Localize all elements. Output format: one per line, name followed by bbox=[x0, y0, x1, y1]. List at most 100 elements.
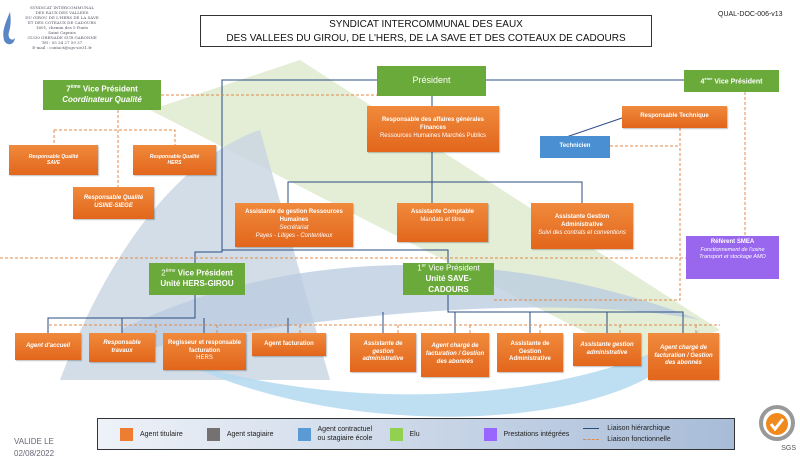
node-sup: ème bbox=[704, 75, 713, 81]
logo-line: Saint Caprais bbox=[48, 30, 76, 35]
node-detail: Transport et stockage AMO bbox=[699, 253, 766, 260]
node-bottom: Agent chargé de facturation / Gestion de… bbox=[421, 333, 489, 377]
check-badge-icon bbox=[759, 405, 795, 441]
node-sub: Fonctionnement de l'usine bbox=[700, 246, 765, 253]
node-label: Regisseur et responsable facturation bbox=[167, 339, 242, 354]
node-label: Assistante de gestion administrative bbox=[362, 340, 404, 363]
validation: VALIDE LE 02/08/2022 bbox=[14, 436, 54, 460]
node-assistante-rh: Assistante de gestion Ressources Humaine… bbox=[235, 203, 353, 247]
logo-line: DU GIROU DE L'HERS DE LA SAVE bbox=[25, 15, 99, 20]
node-label: Agent facturation bbox=[264, 340, 314, 347]
legend: Agent titulaire Agent stagiaire Agent co… bbox=[97, 418, 735, 450]
node-bottom: Assistante de Gestion Administrative bbox=[497, 333, 563, 372]
legend-label: Elu bbox=[409, 430, 420, 438]
node-label: Agent chargé de facturation / Gestion de… bbox=[425, 343, 485, 365]
sgs-label: SGS bbox=[781, 445, 796, 452]
legend-swatch-orange bbox=[120, 427, 133, 441]
node-title: Vice Président bbox=[714, 78, 763, 86]
node-num: 4 bbox=[700, 78, 705, 86]
node-sup: ème bbox=[165, 268, 176, 275]
legend-swatch-gray bbox=[206, 427, 220, 441]
node-president: Président bbox=[377, 66, 486, 96]
node-num: 2 bbox=[161, 268, 166, 278]
node-vp7: 7ème Vice Président Coordinateur Qualité bbox=[43, 80, 161, 110]
node-sub: Finances bbox=[419, 125, 446, 132]
node-sub: HERS bbox=[196, 355, 213, 362]
hierarchy-line-icon bbox=[583, 428, 600, 429]
node-technicien: Technicien bbox=[540, 136, 610, 158]
legend-label: Prestations intégrées bbox=[503, 430, 570, 438]
node-vp4: 4ème Vice Président bbox=[684, 70, 779, 92]
logo-line: SYNDICAT INTERCOMMUNAL bbox=[30, 5, 94, 10]
node-label: Responsable des affaires générales bbox=[381, 117, 485, 124]
node-bottom: Agent facturation bbox=[252, 333, 326, 356]
node-bottom: Assistante de gestion administrative bbox=[350, 333, 416, 372]
node-bottom: Assistante gestion administrative bbox=[573, 333, 641, 366]
title-line-1: SYNDICAT INTERCOMMUNAL DES EAUX bbox=[329, 19, 523, 30]
logo-line: E-mail : contact@sgs-sie31.fr bbox=[32, 45, 92, 50]
logo-line: 31330 GRENADE SUR GARONNE bbox=[27, 35, 97, 40]
node-sub: HERS bbox=[167, 160, 182, 166]
node-sub: Unité HERS-GIROU bbox=[160, 279, 234, 289]
node-sub: Coordinateur Qualité bbox=[62, 95, 142, 105]
legend-label: Agent titulaire bbox=[140, 430, 183, 438]
node-sub: Secrétariat bbox=[279, 225, 309, 231]
document-code: QUAL-DOC-006-v13 bbox=[718, 11, 783, 18]
node-label: Président bbox=[412, 75, 451, 86]
node-label: Assistante Comptable bbox=[410, 209, 474, 215]
legend-label: Liaison hiérarchique bbox=[607, 425, 670, 432]
node-sub: Mandats et titres bbox=[420, 216, 465, 223]
node-label: Responsable Qualité bbox=[28, 153, 79, 160]
node-title: Vice Président bbox=[82, 84, 138, 94]
node-label: Assistante de Gestion Administrative bbox=[509, 340, 551, 363]
node-sub: Unité SAVE-CADOURS bbox=[425, 274, 472, 294]
legend-label: Agent contractuel ou stagiaire école bbox=[317, 425, 373, 442]
node-sup: er bbox=[421, 263, 427, 270]
logo-line: DES EAUX DES VALLEES bbox=[35, 10, 89, 15]
page-title: SYNDICAT INTERCOMMUNAL DES EAUX DES VALL… bbox=[200, 15, 652, 47]
node-sup: ème bbox=[70, 84, 81, 91]
node-label: Référent SMEA bbox=[710, 239, 755, 245]
functional-line-icon bbox=[583, 439, 600, 440]
water-drop-logo-icon bbox=[3, 12, 15, 45]
node-label: Assistante Gestion Administrative bbox=[554, 214, 610, 229]
logo-line: ET DES COTEAUX DE CADOURS bbox=[27, 20, 97, 25]
legend-label: Liaison fonctionnelle bbox=[607, 436, 671, 443]
logo-line: 1601, chemin des 5 Ponts bbox=[35, 25, 89, 30]
node-sub: Suivi des contrats et conventions bbox=[538, 229, 626, 236]
node-title: Vice Président bbox=[177, 268, 233, 278]
node-label: Responsable Technique bbox=[640, 113, 709, 120]
sgs-certification-logo: SGS bbox=[758, 404, 796, 452]
node-bottom: Agent d'accueil bbox=[15, 333, 81, 360]
node-label: Assistante gestion administrative bbox=[580, 341, 634, 356]
node-label: Responsable Qualité bbox=[149, 153, 200, 160]
title-line-2: DES VALLEES DU GIROU, DE L'HERS, DE LA S… bbox=[226, 33, 626, 44]
node-label: Responsable Qualité bbox=[83, 195, 144, 202]
node-detail: Payes - Litiges - Contentieux bbox=[255, 232, 333, 239]
node-num: 7 bbox=[66, 84, 71, 94]
logo-line: Tél : 05 34 27 59 37 bbox=[41, 40, 83, 45]
node-label: Agent chargé de facturation / Gestion de… bbox=[654, 344, 713, 367]
node-bottom: Responsable travaux bbox=[89, 333, 155, 362]
node-responsable-technique: Responsable Technique bbox=[622, 106, 727, 128]
node-bottom: Agent chargé de facturation / Gestion de… bbox=[648, 333, 719, 380]
node-label: Responsable travaux bbox=[103, 339, 141, 354]
node-label: Assistante de gestion Ressources Humaine… bbox=[245, 209, 343, 224]
legend-swatch-purple bbox=[483, 427, 497, 441]
node-label: Technicien bbox=[559, 143, 591, 150]
legend-lines: Liaison hiérarchique Liaison fonctionnel… bbox=[583, 425, 671, 443]
node-sub: USINE-SIEGE bbox=[94, 203, 133, 209]
legend-label: Agent stagiaire bbox=[226, 430, 274, 438]
node-sub: SAVE bbox=[46, 160, 61, 166]
validation-date: 02/08/2022 bbox=[14, 449, 55, 458]
node-num: 1 bbox=[417, 263, 422, 273]
